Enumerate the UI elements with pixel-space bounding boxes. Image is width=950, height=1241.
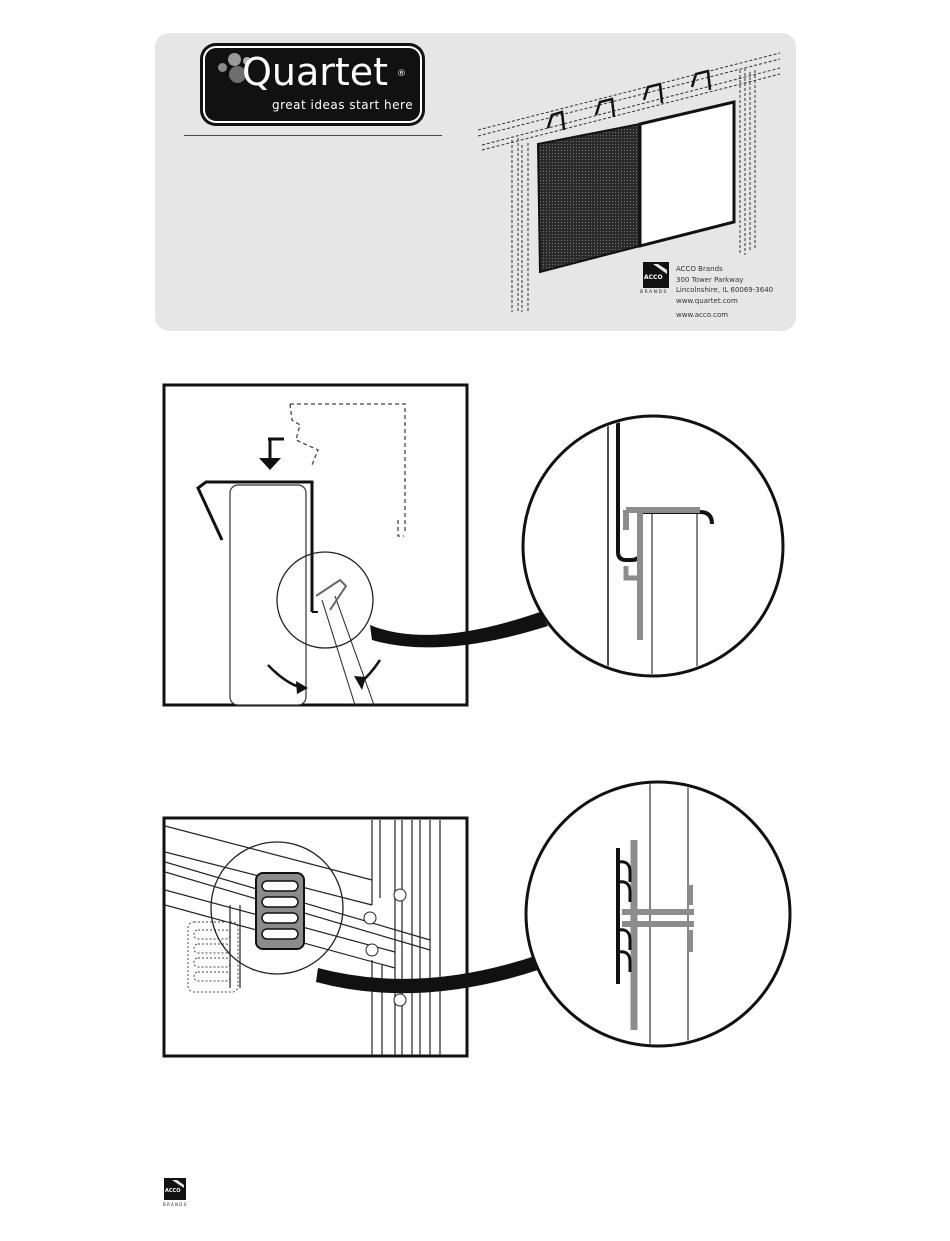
acco-footer-brands-label: BRANDS (163, 1202, 188, 1207)
acco-footer-logo-icon: ACCO (164, 1178, 186, 1200)
